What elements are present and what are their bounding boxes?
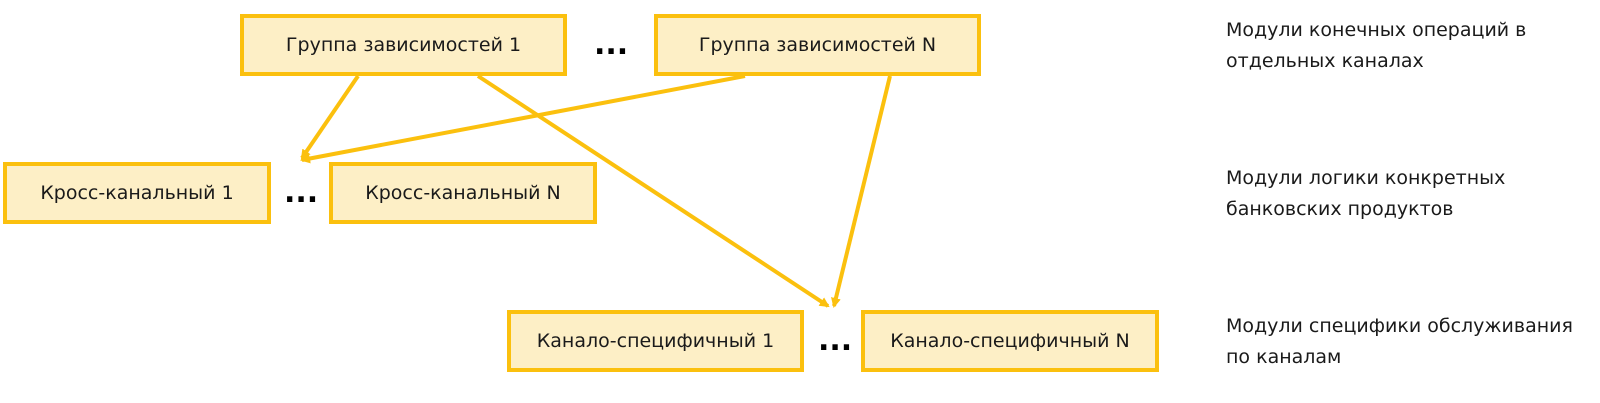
level-label-middle: Модули логики конкретных банковских прод… [1226,167,1506,220]
ellipsis-bottom: ... [818,323,853,358]
node-dependency-group-n: Группа зависимостей N [654,14,981,76]
arrow-depn-to-channel-1 [831,75,892,308]
level-label-top: Модули конечных операций в отдельных кан… [1226,19,1527,72]
node-channel-specific-1: Канало-специфичный 1 [507,310,804,372]
arrow-depn-to-cross-n [300,74,746,164]
node-channel-specific-n: Канало-специфичный N [861,310,1159,372]
arrow-dep1-to-cross-n [300,74,360,160]
node-dependency-group-1: Группа зависимостей 1 [240,14,567,76]
node-cross-channel-n: Кросс-канальный N [329,162,597,224]
ellipsis-middle: ... [284,175,319,210]
node-cross-channel-1: Кросс-канальный 1 [3,162,271,224]
level-label-bottom: Модули специфики обслуживания по каналам [1226,315,1573,368]
ellipsis-top: ... [594,27,629,62]
